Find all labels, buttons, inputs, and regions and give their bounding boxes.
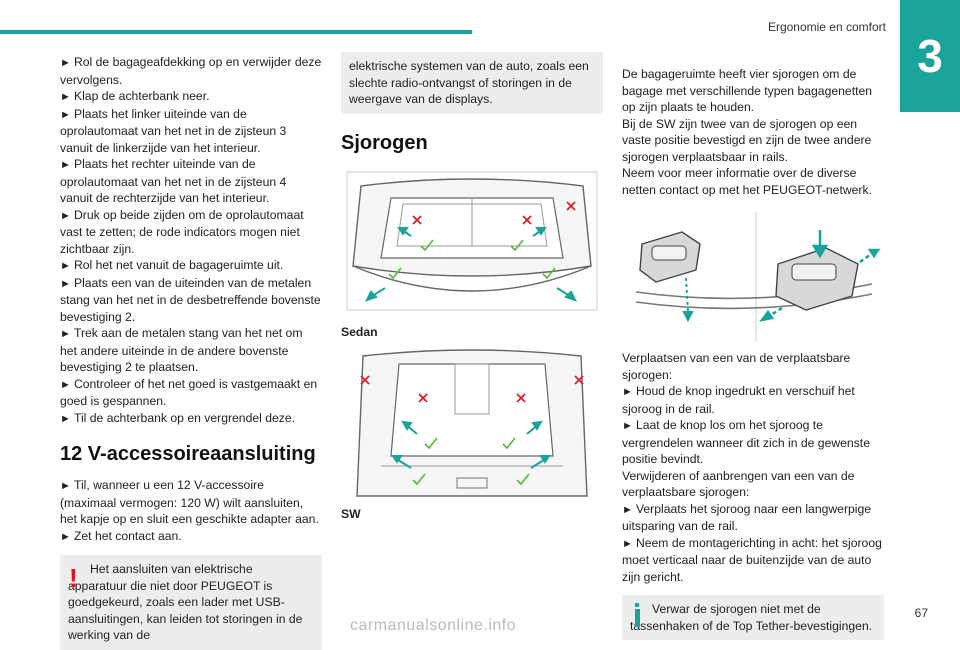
column-left: Rol de bagageafdekking op en verwijder d… [60,54,322,650]
intro-paragraph: Bij de SW zijn twee van de sjorogen op e… [622,116,872,164]
warning-icon: ! [69,563,78,593]
warning-continued: elektrische systemen van de auto, zoals … [341,52,603,114]
warning-text: Het aansluiten van elektrische apparatuu… [68,562,303,642]
caption-sw: SW [341,507,361,521]
intro-paragraph: Neem voor meer informatie over de divers… [622,166,872,197]
step: Til de achterbank op en vergrendel deze. [60,410,322,428]
step: Zet het contact aan. [60,528,322,546]
section-title: Ergonomie en comfort [767,20,886,34]
column-middle: elektrische systemen van de auto, zoals … [341,52,603,523]
step: Verplaats het sjoroog naar een langwerpi… [622,501,884,535]
step: Klap de achterbank neer. [60,88,322,106]
watermark: carmanualsonline.info [350,617,517,634]
step: Druk op beide zijden om de oprolautomaat… [60,207,322,258]
step: Til, wanneer u een 12 V-accessoire (maxi… [60,477,322,528]
info-box: Verwar de sjorogen niet met de tassenhak… [622,595,884,640]
step: Rol het net vanuit de bagageruimte uit. [60,257,322,275]
intro-paragraph: De bagageruimte heeft vier sjorogen om d… [622,67,873,114]
caption-sedan: Sedan [341,324,378,339]
warning-text-continued: elektrische systemen van de auto, zoals … [349,59,589,106]
step: Rol de bagageafdekking op en verwijder d… [60,54,322,88]
heading-lashing-eyes: Sjorogen [341,131,428,154]
step: Laat de knop los om het sjoroog te vergr… [622,417,884,468]
step: Trek aan de metalen stang van het net om… [60,325,322,376]
step: Controleer of het net goed is vastgemaak… [60,376,322,410]
column-right: De bagageruimte heeft vier sjorogen om d… [622,66,884,640]
rail-lashing-eye-illustration [635,212,881,342]
info-icon [632,603,642,627]
step: Plaats het linker uiteinde van de oprola… [60,106,322,157]
step: Houd de knop ingedrukt en verschuif het … [622,383,884,417]
info-text: Verwar de sjorogen niet met de tassenhak… [630,602,873,633]
heading-12v-socket: 12 V-accessoireaansluiting [60,443,316,465]
step: Plaats het rechter uiteinde van de oprol… [60,156,322,207]
header-accent-bar [0,30,472,34]
sw-trunk-illustration [356,349,588,497]
step: Plaats een van de uiteinden van de metal… [60,275,322,326]
remove-intro: Verwijderen of aanbrengen van een van de… [622,468,855,500]
step: Neem de montagerichting in acht: het sjo… [622,535,884,586]
warning-box: ! Het aansluiten van elektrische apparat… [60,555,322,650]
sedan-trunk-illustration [346,171,598,310]
page-number: 67 [914,606,928,620]
move-intro: Verplaatsen van een van de verplaatsbare… [622,351,851,382]
chapter-badge: 3 [900,0,960,112]
